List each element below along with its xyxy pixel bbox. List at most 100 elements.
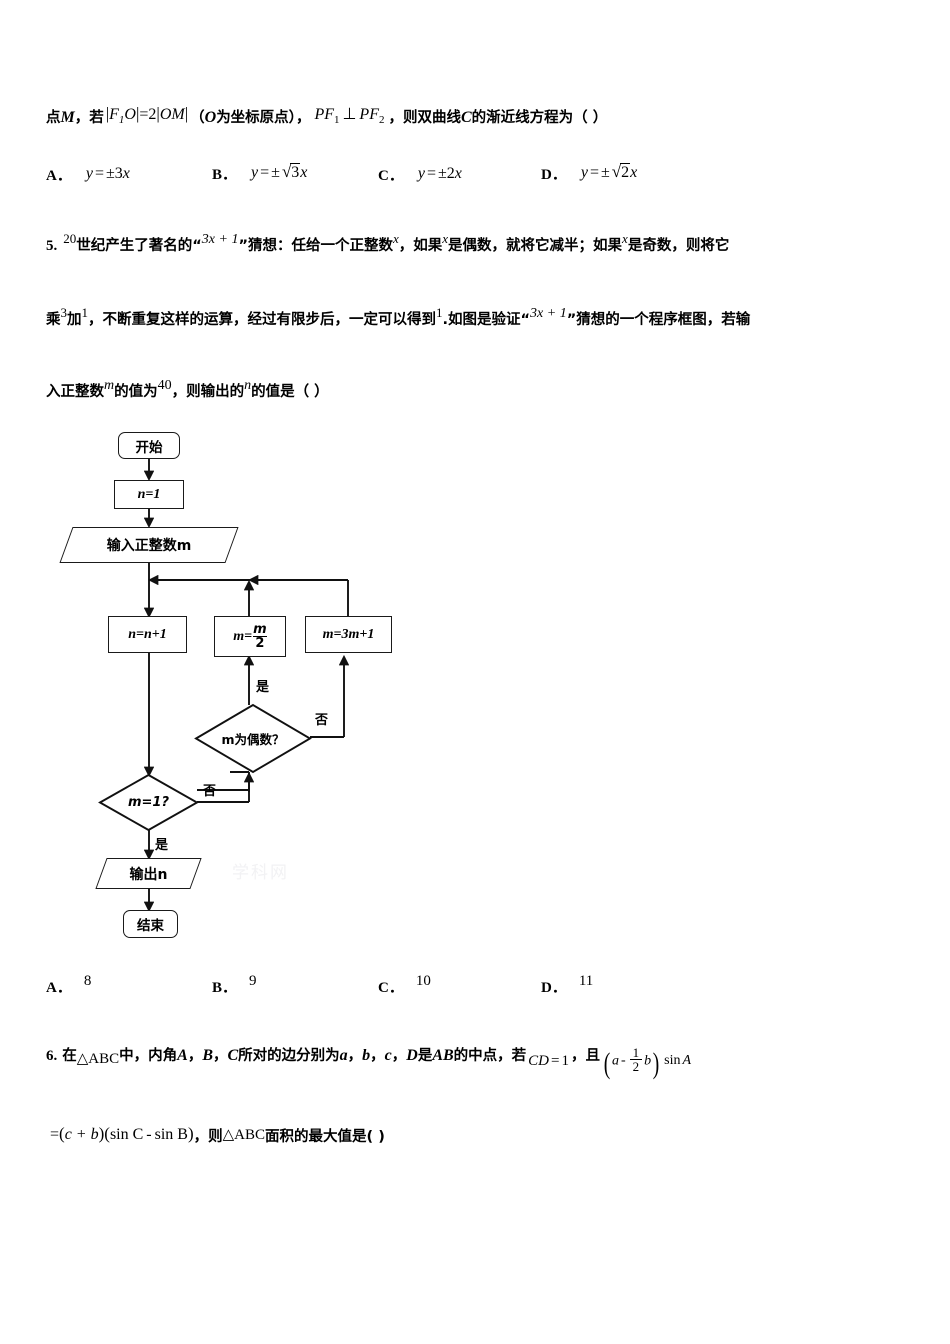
flowchart-output-n-label: 输出n (129, 866, 168, 883)
flowchart-decision-even-label: m为偶数？ (221, 732, 285, 747)
q5-l2-one-b: 1 (436, 305, 443, 320)
q4-origin-o: O (124, 106, 136, 123)
flowchart-node-init-n: n=1 (114, 480, 184, 509)
q4-option-b[interactable]: B． y=±√3x (212, 162, 307, 184)
q4-tail-text: ，则双曲线 (388, 110, 461, 126)
q6-comma-5: ， (391, 1048, 407, 1064)
q5-text-5: 是奇数，则将它 (627, 238, 730, 254)
q4-opt-a-y: y (85, 165, 93, 182)
q4-option-c[interactable]: C． y=±2x (378, 164, 462, 185)
q4-opt-d-radical: √2 (610, 162, 631, 182)
q5-output-var-n: n (244, 378, 252, 393)
flowchart-node-increment-n: n=n+1 (108, 616, 187, 653)
q6-angle-b: B (202, 1047, 213, 1064)
q5-text-1: 世纪产生了著名的 (76, 238, 193, 254)
flowchart-node-decision-one: m=1? (100, 775, 197, 830)
q4-note-text: 为坐标原点） (216, 110, 296, 126)
q4-opt-a-coef: 3 (114, 165, 123, 182)
q5-input-value-40: 40 (157, 378, 172, 393)
flowchart-halve-m-numerator: m (253, 622, 267, 637)
q5-option-a[interactable]: A． 8 (46, 973, 91, 997)
q5-l2-three: 3 (60, 305, 68, 320)
flowchart-end-label: 结束 (137, 918, 164, 934)
q5-l2-text-5: 猜想的一个程序框图，若输 (576, 312, 751, 328)
q6-text-6: ，且 (570, 1048, 600, 1064)
question5-line-2: 乘3加1，不断重复这样的运算，经过有限步后，一定可以得到1.如图是验证“3x +… (46, 305, 750, 329)
q5-var-x-2: x (442, 231, 449, 246)
q5-text-4: 是偶数，就将它减半；如果 (448, 238, 623, 254)
q6-cd-value: 1 (561, 1053, 569, 1069)
q4-focus-f-sub: 1 (118, 114, 125, 126)
q5-l2-quote-open: “ (520, 312, 531, 328)
flowchart-halve-m-denominator: 2 (253, 636, 267, 650)
question5-line-1: 5.20世纪产生了著名的“3x + 1”猜想：任给一个正整数x，如果x是偶数，就… (46, 231, 729, 255)
abs-bar-open-1: | (105, 104, 110, 123)
q5-input-var-m: m (104, 378, 115, 393)
q6-expr-half-num: 1 (632, 1044, 640, 1060)
q6-l2-sin-b: sin B (154, 1126, 188, 1143)
q5-l3-text-3: ，则输出的 (171, 384, 245, 400)
edge-no-text: 否 (203, 784, 217, 799)
q4-option-a[interactable]: A． y=±3x (46, 164, 130, 185)
q5-quote-close: ” (238, 238, 248, 254)
q4-opt-d-y: y (580, 164, 588, 181)
paren-open-2: ( (104, 1124, 110, 1143)
flowchart-node-triple-m: m=3m+1 (305, 616, 392, 653)
q4-opt-c-pm: ± (437, 165, 447, 182)
q4-opt-c-x: x (454, 165, 462, 182)
q5-century-20: 20 (63, 231, 77, 246)
flowchart-node-halve-m: m= m 2 (214, 616, 286, 657)
q4-opt-d-coef: 2 (620, 163, 631, 181)
flowchart-start-label: 开始 (135, 439, 163, 456)
q6-triangle-abc-1: △ABC (76, 1051, 120, 1067)
question6-line-1: 6.在△ABC中，内角A，B，C所对的边分别为a，b，c，D是AB的中点，若 C… (46, 1044, 691, 1081)
q4-point-m: M (60, 109, 75, 126)
q6-text-4: 是 (417, 1048, 433, 1064)
q6-text-3: 所对的边分别为 (238, 1048, 340, 1064)
q5-option-b[interactable]: B． 9 (212, 973, 257, 997)
q6-expr-half-den: 2 (629, 1059, 643, 1074)
flowchart-node-end: 结束 (123, 910, 178, 938)
abs-bar-close-1: | (135, 104, 140, 123)
q4-opt-b-y: y (251, 164, 259, 181)
q5-l2-text-4: .如图是验证 (442, 312, 521, 328)
question5-line-3: 入正整数m的值为40，则输出的n的值是（ ） (46, 378, 329, 401)
q4-opt-d-pm: ± (600, 164, 610, 181)
paren-close-2: ) (187, 1124, 194, 1143)
q4-opt-a-pm: ± (105, 165, 115, 182)
q5-option-c-value: 10 (415, 973, 431, 989)
q4-equals: = (139, 106, 149, 123)
flowchart-increment-n-label: n=n+1 (128, 626, 167, 642)
q6-side-b: b (362, 1047, 371, 1064)
q5-l3-text-2: 的值为 (114, 384, 158, 400)
q6-angle-c: C (227, 1047, 239, 1064)
q4-pf2-sub: 2 (378, 114, 385, 126)
q4-lead-text-2: ，若 (74, 110, 104, 126)
q4-hyperbola-c: C (460, 109, 472, 126)
q5-option-c[interactable]: C． 10 (378, 973, 431, 997)
q6-side-a: a (339, 1047, 348, 1064)
q4-option-d[interactable]: D． y=±√2x (541, 162, 637, 184)
q5-l2-collatz-expr: 3x + 1 (530, 306, 567, 321)
q4-opt-b-x: x (300, 164, 308, 181)
watermark-text: 学科网 (232, 863, 289, 883)
q5-l2-one: 1 (81, 305, 89, 320)
q4-pf1-sub: 1 (333, 114, 340, 126)
q4-comma: ， (295, 110, 311, 126)
q5-option-d-value: 11 (578, 973, 594, 989)
q6-expr-angle-a: A (682, 1053, 692, 1068)
q4-option-b-letter: B． (212, 167, 238, 183)
q5-option-d[interactable]: D． 11 (541, 973, 593, 997)
q6-expr-b: b (644, 1053, 652, 1068)
q6-cd-lhs: CD (528, 1053, 550, 1069)
q4-option-d-letter: D． (541, 167, 567, 183)
flowchart-triple-m-label: m=3m+1 (322, 626, 375, 642)
q5-option-a-letter: A． (46, 980, 72, 996)
q6-segment-ab: AB (432, 1047, 454, 1064)
q6-text-5: 的中点，若 (453, 1048, 527, 1064)
flowchart-halve-m-fraction: m 2 (253, 623, 267, 650)
q4-option-c-letter: C． (378, 168, 404, 184)
q6-l2-text-1: ，则 (193, 1129, 223, 1145)
q6-comma-4: ， (370, 1048, 385, 1064)
q4-note-origin: O (204, 109, 217, 126)
